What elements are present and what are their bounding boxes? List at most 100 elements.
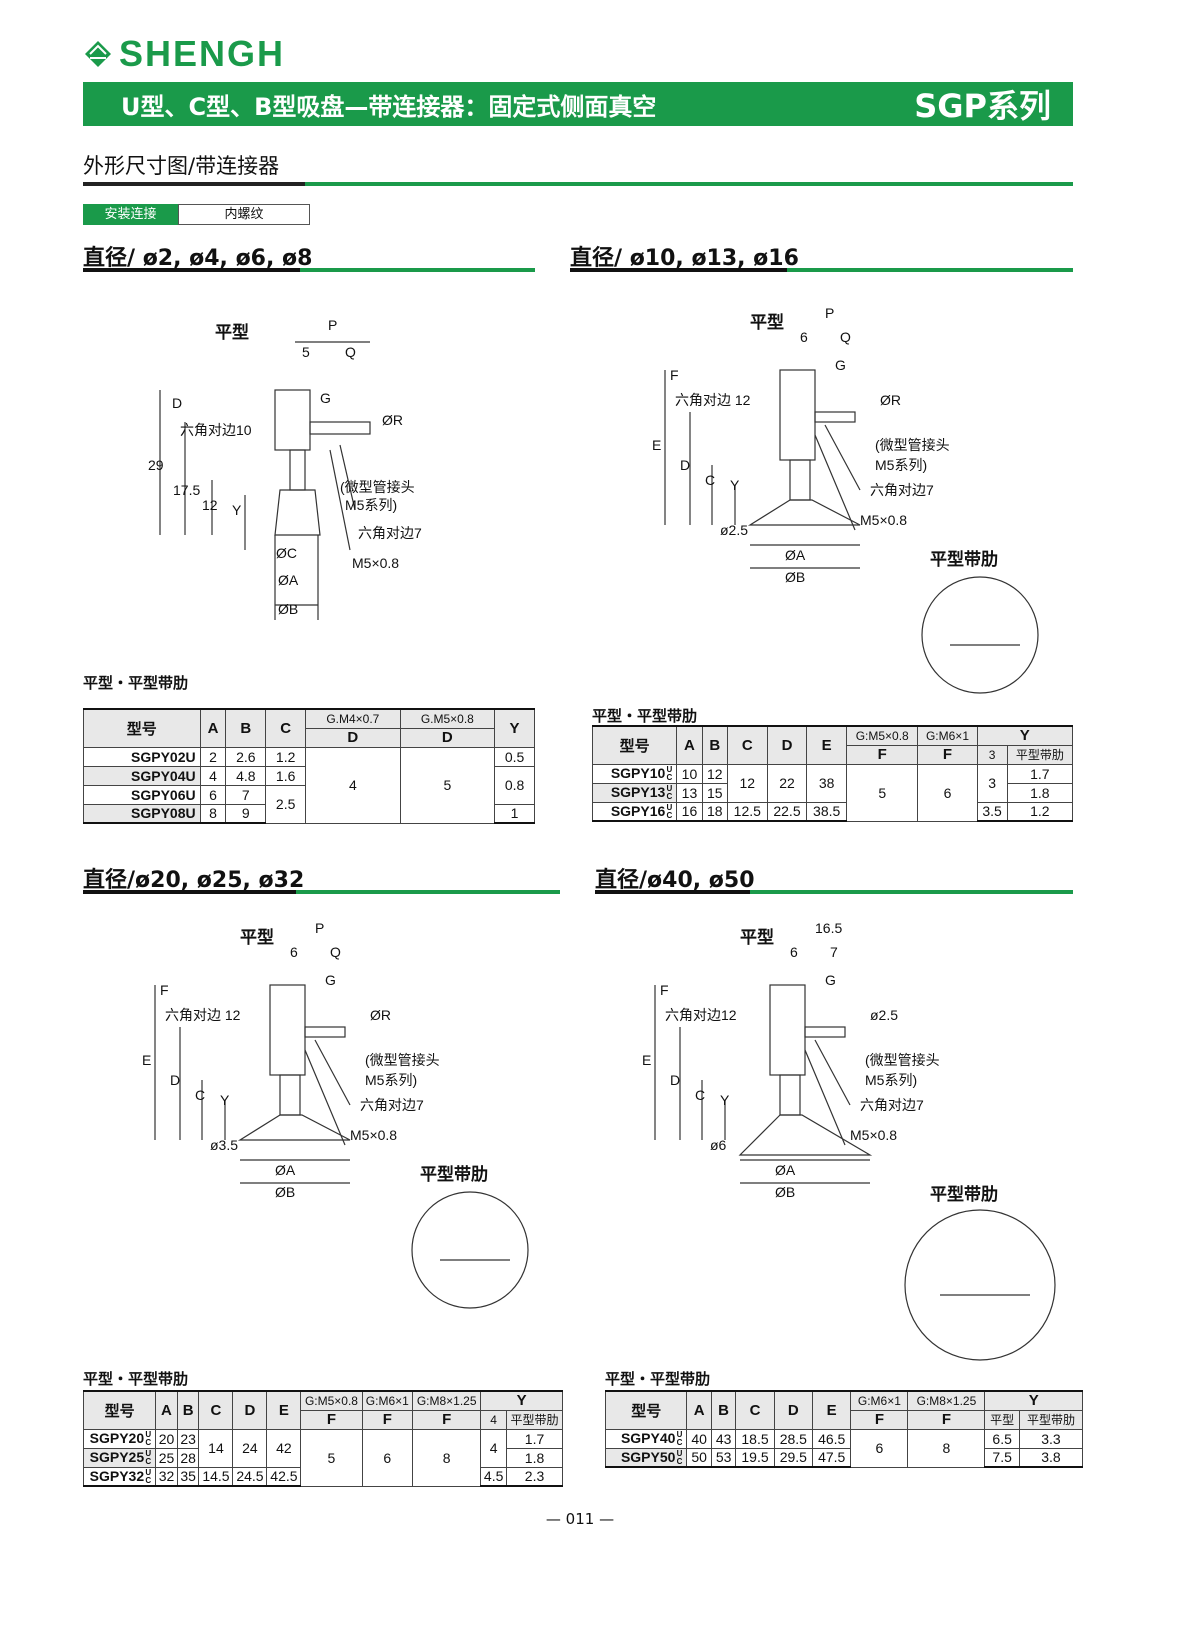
col-header: Y <box>984 1390 1083 1411</box>
col-header: E <box>812 1390 852 1430</box>
col-header: G:M5×0.8 <box>300 1390 363 1411</box>
col-header: F <box>850 1409 909 1430</box>
dim-label: (微型管接头 <box>865 1052 940 1068</box>
dim-label: ø3.5 <box>210 1137 238 1153</box>
dim-label: 六角对边 12 <box>165 1007 241 1023</box>
table-caption: 平型・平型带肋 <box>592 707 698 725</box>
col-header: B <box>710 1390 737 1430</box>
dim-label: ØR <box>382 412 403 428</box>
dim-label: F <box>160 982 169 998</box>
dim-label: 5 <box>302 344 310 360</box>
dim-label: ø2.5 <box>720 522 748 538</box>
dim-label: Q <box>330 944 341 960</box>
col-header: G:M6×1 <box>850 1390 909 1411</box>
dim-label: G <box>825 972 836 988</box>
col-header: G.M5×0.8 <box>399 708 496 729</box>
col-header: F <box>412 1409 482 1430</box>
tag-value: 内螺纹 <box>178 204 310 225</box>
col-header: D <box>399 727 496 748</box>
col-header: G:M5×0.8 <box>846 725 919 746</box>
dim-label: 六角对边10 <box>180 422 252 438</box>
dim-label: ØA <box>785 547 806 563</box>
dim-label: 6 <box>290 944 298 960</box>
dim-label: M5×0.8 <box>350 1127 397 1143</box>
col-header: A <box>155 1390 178 1430</box>
col-header: F <box>917 744 978 765</box>
col-header: D <box>232 1390 268 1430</box>
col-header: G.M4×0.7 <box>305 708 401 729</box>
dim-label: M5系列) <box>865 1072 917 1088</box>
col-header: A <box>686 1390 712 1430</box>
dim-label: 六角对边 12 <box>675 392 751 408</box>
dim-label: 六角对边7 <box>358 525 422 541</box>
dim-label: P <box>315 920 324 936</box>
dim-label: F <box>660 982 669 998</box>
dim-label: ØB <box>275 1184 295 1200</box>
dim-label: 6 <box>790 944 798 960</box>
col-header: G:M6×1 <box>917 725 978 746</box>
col-header: A <box>676 725 703 765</box>
dim-label: Q <box>840 329 851 345</box>
divider <box>595 890 1073 894</box>
logo-diamond-icon <box>85 41 111 67</box>
tag-label: 安装连接 <box>83 204 178 225</box>
dim-label: Y <box>730 477 740 493</box>
col-header: A <box>199 708 227 748</box>
col-header: G:M8×1.25 <box>412 1390 482 1411</box>
dim-label: C <box>695 1087 705 1103</box>
col-header: C <box>735 1390 775 1430</box>
view-label: 平型带肋 <box>420 1164 488 1184</box>
dim-label: 16.5 <box>815 920 842 936</box>
dim-label: Y <box>220 1092 230 1108</box>
table-caption: 平型・平型带肋 <box>83 1370 189 1388</box>
brand-name: SHENGH <box>119 33 286 74</box>
dim-label: M5系列) <box>345 497 397 513</box>
dim-label: (微型管接头 <box>365 1052 440 1068</box>
col-header: F <box>300 1409 363 1430</box>
col-header: D <box>305 727 401 748</box>
dim-label: ø2.5 <box>870 1007 898 1023</box>
title-bar: U型、C型、B型吸盘—带连接器：固定式侧面真空 SGP系列 <box>83 82 1073 126</box>
dim-label: M5×0.8 <box>850 1127 897 1143</box>
dim-label: D <box>170 1072 180 1088</box>
col-header: D <box>773 1390 814 1430</box>
dim-label: M5系列) <box>365 1072 417 1088</box>
mount-tag: 安装连接 内螺纹 <box>83 204 310 225</box>
col-header: D <box>766 725 808 765</box>
section-title: 直径/ ø10, ø13, ø16 <box>570 246 799 271</box>
series-name: SGP系列 <box>914 87 1051 125</box>
divider <box>83 182 1073 186</box>
view-label: 平型带肋 <box>930 549 998 569</box>
section-subtitle: 外形尺寸图/带连接器 <box>83 154 280 178</box>
dim-label: Q <box>345 344 356 360</box>
dim-label: ØR <box>880 392 901 408</box>
dim-label: 六角对边7 <box>870 482 934 498</box>
col-header: F <box>907 1409 986 1430</box>
divider <box>83 890 560 894</box>
col-header: Y <box>976 725 1074 746</box>
col-header: 型号 <box>83 708 201 748</box>
dim-label: P <box>825 305 834 321</box>
dim-label: C <box>705 472 715 488</box>
dim-label: (微型管接头 <box>875 437 950 453</box>
table-caption: 平型・平型带肋 <box>605 1370 711 1388</box>
dim-label: 7 <box>830 944 838 960</box>
dim-label: M5系列) <box>875 457 927 473</box>
dim-label: 六角对边7 <box>860 1097 924 1113</box>
dim-label: 17.5 <box>173 482 200 498</box>
col-header: B <box>176 1390 200 1430</box>
col-header: 型号 <box>604 1390 688 1430</box>
dim-label: G <box>325 972 336 988</box>
dim-label: M5×0.8 <box>860 512 907 528</box>
col-header: C <box>198 1390 234 1430</box>
